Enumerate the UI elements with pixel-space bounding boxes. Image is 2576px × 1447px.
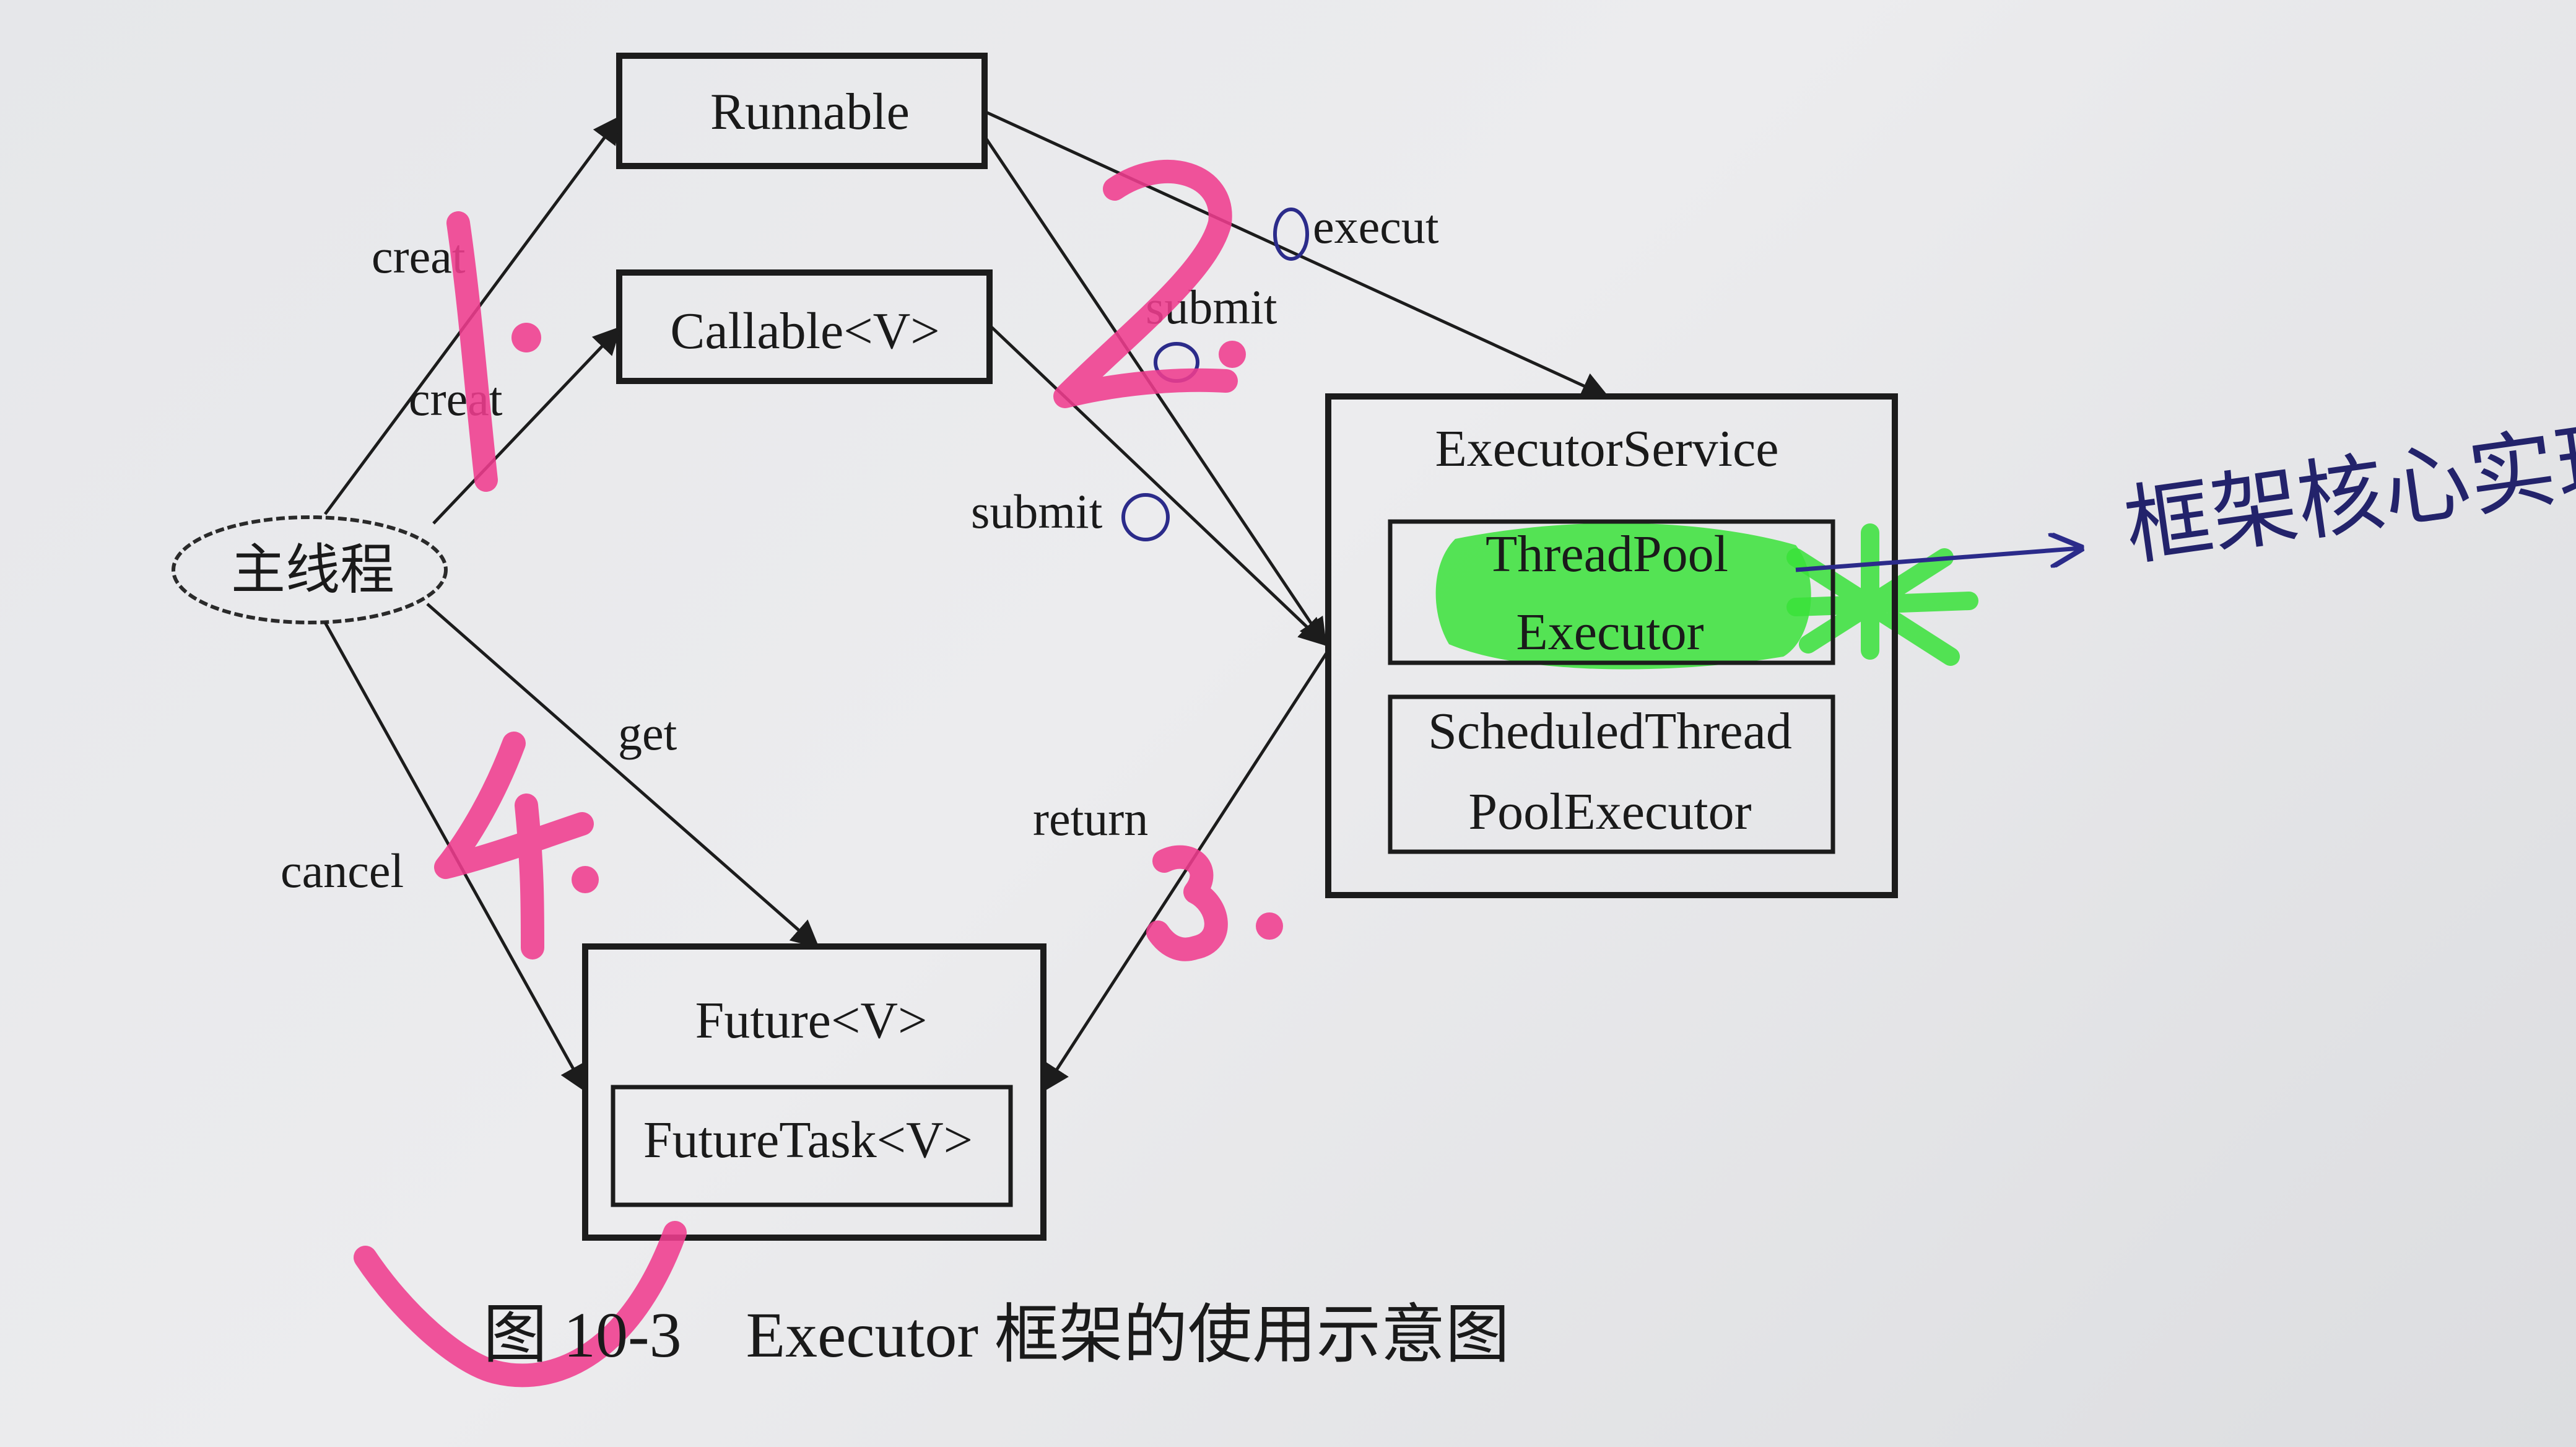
edge-execut [983, 110, 1610, 399]
scheduled-thread-pool-executor-line1: ScheduledThread [1428, 702, 1792, 760]
future-task-label: FutureTask<V> [643, 1111, 973, 1169]
main-thread-node: 主线程 [172, 515, 448, 624]
thread-pool-executor-line2: Executor [1516, 603, 1704, 661]
step-1-mark [446, 211, 541, 492]
edge-submit-callable [988, 324, 1328, 647]
checkmark-mark [354, 1221, 687, 1388]
label-cancel: cancel [281, 844, 404, 898]
runnable-box: Runnable [616, 53, 988, 169]
step-4-mark [434, 732, 599, 960]
step-2-mark [1053, 160, 1246, 408]
main-thread-label: 主线程 [231, 541, 394, 601]
edge-return [1042, 649, 1330, 1093]
executor-service-box: ExecutorService ThreadPool Executor Sche… [1325, 393, 1898, 898]
runnable-label: Runnable [710, 83, 910, 141]
edge-creat-callable [432, 326, 622, 525]
label-execut: execut [1313, 199, 1439, 253]
pink-step-numbers [354, 160, 1283, 1388]
callable-box: Callable<V> [616, 269, 993, 384]
scheduled-thread-pool-executor-line2: PoolExecutor [1468, 783, 1751, 841]
handwritten-note: 框架核心实现类 [2119, 394, 2576, 579]
thread-pool-executor-line1: ThreadPool [1486, 525, 1728, 583]
future-label: Future<V> [695, 992, 928, 1049]
executor-service-label: ExecutorService [1435, 420, 1778, 478]
green-highlight [1435, 523, 1978, 670]
edge-get [426, 603, 820, 948]
label-get: get [618, 706, 677, 760]
label-return: return [1033, 792, 1148, 846]
label-submit-callable: submit [971, 484, 1103, 538]
figure-caption: 图 10-3 Executor 框架的使用示意图 [483, 1300, 1510, 1371]
step-3-mark [1146, 845, 1283, 961]
handwritten-annotation: 框架核心实现类 [1795, 394, 2576, 579]
callable-label: Callable<V> [670, 302, 939, 360]
future-box: Future<V> FutureTask<V> [582, 943, 1046, 1241]
